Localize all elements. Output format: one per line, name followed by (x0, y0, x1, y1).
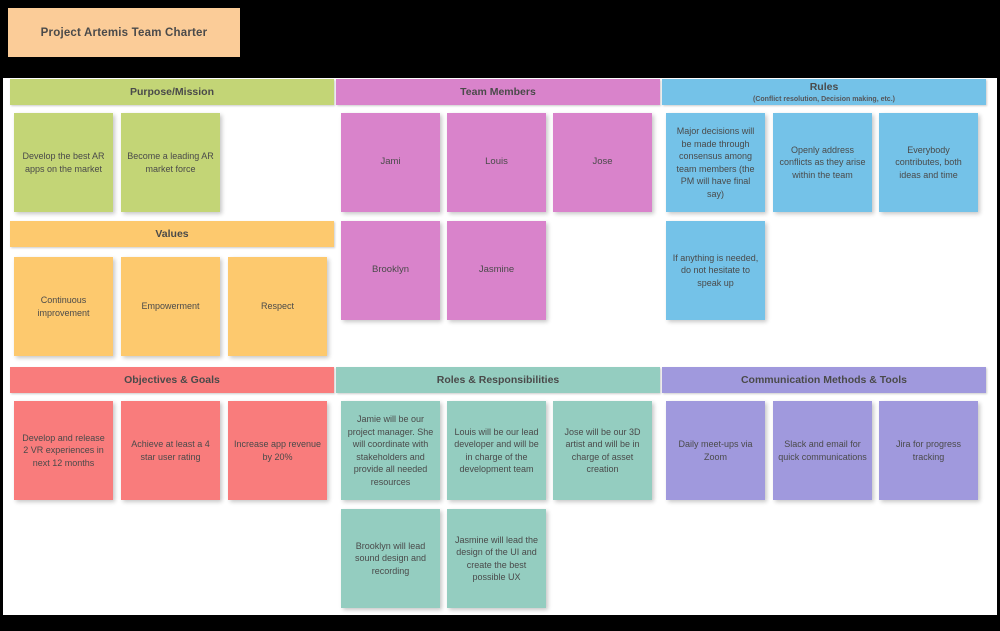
card-text: Openly address conflicts as they arise w… (779, 144, 866, 180)
card-team-member-2[interactable]: Louis (447, 113, 546, 212)
section-header-team-members[interactable]: Team Members (336, 79, 660, 105)
section-title: Team Members (460, 85, 536, 98)
card-communication-1[interactable]: Daily meet-ups via Zoom (666, 401, 765, 500)
card-text: Slack and email for quick communications (778, 439, 867, 462)
card-text: Jose will be our 3D artist and will be i… (564, 426, 641, 475)
section-title: Roles & Responsibilities (436, 373, 560, 386)
card-values-3[interactable]: Respect (228, 257, 327, 356)
card-text: Daily meet-ups via Zoom (678, 439, 753, 462)
section-title: Purpose/Mission (129, 85, 214, 98)
card-role-1[interactable]: Jamie will be our project manager. She w… (341, 401, 440, 500)
card-rules-3[interactable]: Everybody contributes, both ideas and ti… (879, 113, 978, 212)
card-communication-2[interactable]: Slack and email for quick communications (773, 401, 872, 500)
card-objective-2[interactable]: Achieve at least a 4 star user rating (121, 401, 220, 500)
card-text: Respect (260, 301, 295, 312)
card-text: Louis (485, 156, 508, 168)
card-team-member-5[interactable]: Jasmine (447, 221, 546, 320)
card-role-5[interactable]: Jasmine will lead the design of the UI a… (447, 509, 546, 608)
card-objective-3[interactable]: Increase app revenue by 20% (228, 401, 327, 500)
card-text: Everybody contributes, both ideas and ti… (895, 144, 962, 180)
section-subtitle: (Conflict resolution, Decision making, e… (753, 95, 895, 103)
card-role-2[interactable]: Louis will be our lead developer and wil… (447, 401, 546, 500)
card-text: Louis will be our lead developer and wil… (454, 426, 539, 475)
card-values-1[interactable]: Continuous improvement (14, 257, 113, 356)
section-title: Rules (809, 80, 839, 93)
card-purpose-1[interactable]: Develop the best AR apps on the market (14, 113, 113, 212)
card-team-member-1[interactable]: Jami (341, 113, 440, 212)
card-text: Jasmine will lead the design of the UI a… (454, 534, 539, 583)
card-rules-1[interactable]: Major decisions will be made through con… (666, 113, 765, 212)
card-text: Jira for progress tracking (895, 439, 962, 462)
page-title: Project Artemis Team Charter (40, 26, 208, 39)
section-title: Objectives & Goals (124, 373, 220, 386)
card-text: Jami (380, 156, 401, 168)
card-team-member-3[interactable]: Jose (553, 113, 652, 212)
charter-title-card[interactable]: Project Artemis Team Charter (8, 8, 240, 57)
card-values-2[interactable]: Empowerment (121, 257, 220, 356)
section-header-rules[interactable]: Rules (Conflict resolution, Decision mak… (662, 79, 986, 105)
section-header-roles-responsibilities[interactable]: Roles & Responsibilities (336, 367, 660, 393)
card-communication-3[interactable]: Jira for progress tracking (879, 401, 978, 500)
card-rules-4[interactable]: If anything is needed, do not hesitate t… (666, 221, 765, 320)
card-text: Jose (592, 156, 613, 168)
card-text: Major decisions will be made through con… (676, 126, 755, 199)
card-text: Brooklyn (372, 264, 409, 276)
card-text: Become a leading AR market force (127, 151, 214, 174)
card-purpose-2[interactable]: Become a leading AR market force (121, 113, 220, 212)
section-title: Communication Methods & Tools (740, 373, 908, 386)
card-text: Develop the best AR apps on the market (22, 151, 105, 174)
card-team-member-4[interactable]: Brooklyn (341, 221, 440, 320)
card-rules-2[interactable]: Openly address conflicts as they arise w… (773, 113, 872, 212)
section-header-values[interactable]: Values (10, 221, 334, 247)
section-header-communication-methods-tools[interactable]: Communication Methods & Tools (662, 367, 986, 393)
card-role-4[interactable]: Brooklyn will lead sound design and reco… (341, 509, 440, 608)
card-text: Brooklyn will lead sound design and reco… (354, 540, 427, 576)
card-text: Achieve at least a 4 star user rating (131, 439, 210, 462)
section-title: Values (155, 227, 189, 240)
card-text: Jamie will be our project manager. She w… (347, 414, 434, 487)
card-text: Continuous improvement (37, 295, 90, 318)
card-text: If anything is needed, do not hesitate t… (672, 252, 759, 288)
section-header-purpose-mission[interactable]: Purpose/Mission (10, 79, 334, 105)
section-header-objectives-goals[interactable]: Objectives & Goals (10, 367, 334, 393)
card-text: Jasmine (478, 264, 515, 276)
card-objective-1[interactable]: Develop and release 2 VR experiences in … (14, 401, 113, 500)
card-role-3[interactable]: Jose will be our 3D artist and will be i… (553, 401, 652, 500)
card-text: Increase app revenue by 20% (233, 439, 322, 462)
card-text: Develop and release 2 VR experiences in … (22, 432, 105, 468)
card-text: Empowerment (141, 301, 200, 312)
